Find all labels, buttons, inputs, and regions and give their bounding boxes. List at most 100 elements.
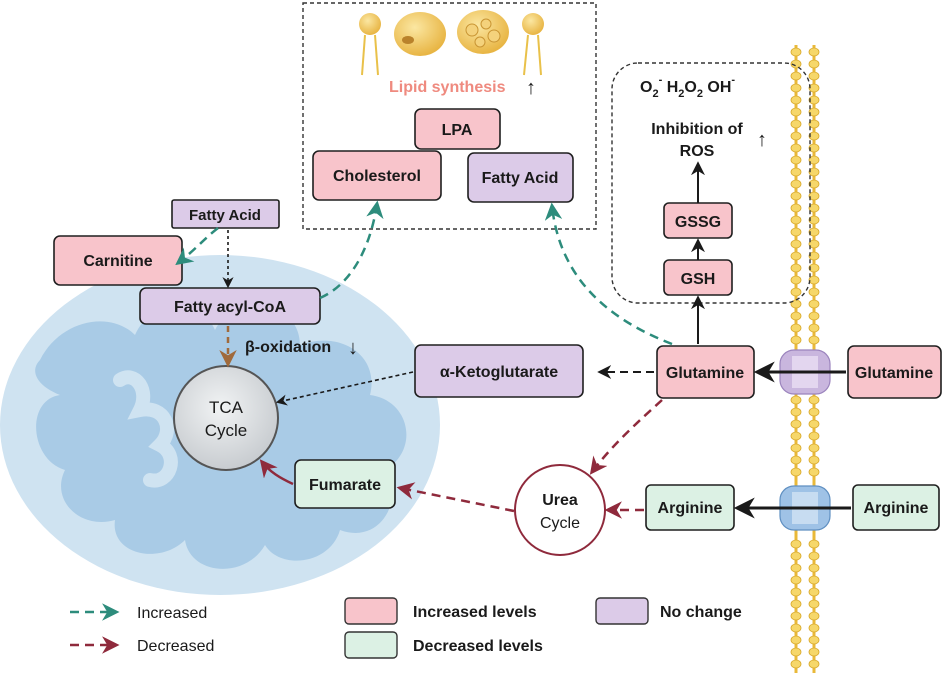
svg-text:Glutamine: Glutamine <box>666 365 744 382</box>
lipid-droplet-icon <box>394 12 446 56</box>
membrane-bead <box>790 323 802 333</box>
svg-text:Cholesterol: Cholesterol <box>333 168 421 185</box>
phospholipid-icon-right <box>522 13 544 76</box>
membrane-bead <box>790 443 802 453</box>
carnitine-node[interactable]: Carnitine <box>53 235 183 286</box>
membrane-bead <box>790 635 802 645</box>
membrane-bead <box>808 47 820 57</box>
fatty-acyl-coa-node[interactable]: Fatty acyl-CoA <box>139 287 321 325</box>
membrane-bead <box>808 59 820 69</box>
lpa-node[interactable]: LPA <box>414 108 501 150</box>
membrane-bead <box>808 191 820 201</box>
membrane-bead <box>790 455 802 465</box>
arrow-glutamine-to-urea <box>589 399 663 475</box>
membrane-bead <box>808 587 820 597</box>
membrane-bead <box>808 215 820 225</box>
membrane-bead <box>790 131 802 141</box>
membrane-bead <box>808 95 820 105</box>
membrane-bead <box>808 539 820 549</box>
svg-text:Arginine: Arginine <box>658 500 723 517</box>
glutamine-intracellular-node[interactable]: Glutamine <box>656 345 755 399</box>
arginine-intracellular-node[interactable]: Arginine <box>645 484 735 531</box>
ros-species: O2- H2O2 OH- <box>640 74 735 100</box>
glutamine-extracellular-node[interactable]: Glutamine <box>847 345 942 399</box>
svg-text:LPA: LPA <box>442 122 473 139</box>
membrane-bead <box>808 635 820 645</box>
arrow-acyl-coa-to-cholesterol <box>319 200 384 300</box>
membrane-bead <box>790 287 802 297</box>
membrane-bead <box>790 311 802 321</box>
membrane-bead <box>790 611 802 621</box>
membrane-bead <box>808 563 820 573</box>
arrow-glutamine-to-fatty-acid <box>544 202 673 346</box>
membrane-bead <box>790 191 802 201</box>
fumarate-node[interactable]: Fumarate <box>294 459 396 509</box>
membrane-bead <box>808 287 820 297</box>
membrane-bead <box>790 239 802 249</box>
membrane-bead <box>790 539 802 549</box>
membrane-bead <box>808 131 820 141</box>
phospholipid-icon <box>359 13 381 76</box>
membrane-bead <box>790 335 802 345</box>
membrane-bead <box>790 647 802 657</box>
legend: Increased Decreased Increased levels Dec… <box>70 597 742 659</box>
membrane-bead <box>790 467 802 477</box>
membrane-bead <box>808 299 820 309</box>
membrane-bead <box>808 623 820 633</box>
membrane-bead <box>790 659 802 669</box>
membrane-bead <box>808 107 820 117</box>
legend-increased-levels-swatch <box>344 597 398 625</box>
membrane-bead <box>790 179 802 189</box>
svg-text:TCA: TCA <box>209 398 244 417</box>
svg-text:Fatty Acid: Fatty Acid <box>482 170 559 187</box>
membrane-bead <box>808 251 820 261</box>
lipid-synthesis-panel <box>302 2 597 230</box>
fatty-acid-node[interactable]: Fatty Acid <box>171 199 280 229</box>
membrane-bead <box>808 575 820 585</box>
membrane-bead <box>808 611 820 621</box>
membrane-bead <box>808 455 820 465</box>
membrane-bead <box>790 419 802 429</box>
membrane-bead <box>790 143 802 153</box>
gssg-node[interactable]: GSSG <box>663 202 733 239</box>
ros-panel <box>611 62 811 304</box>
membrane-bead <box>790 155 802 165</box>
membrane-bead <box>808 551 820 561</box>
alpha-ketoglutarate-node[interactable]: α-Ketoglutarate <box>414 344 584 398</box>
membrane-bead <box>808 155 820 165</box>
membrane-bead <box>790 599 802 609</box>
beta-oxidation-label: β-oxidation <box>245 339 331 356</box>
membrane-bead <box>790 623 802 633</box>
lipid-droplet-cluster-icon <box>457 10 509 54</box>
membrane-bead <box>808 395 820 405</box>
arrow-alpha-kg-to-tca <box>275 371 414 406</box>
legend-increased-label: Increased <box>137 605 207 622</box>
inhibition-up-arrow: ↑ <box>757 129 767 151</box>
legend-no-change-swatch <box>595 597 649 625</box>
inhibition-of-ros-line1: Inhibition of <box>651 121 743 138</box>
svg-text:GSH: GSH <box>681 271 716 288</box>
membrane-bead <box>808 143 820 153</box>
membrane-bead <box>790 551 802 561</box>
membrane-bead <box>790 215 802 225</box>
svg-text:Arginine: Arginine <box>864 500 929 517</box>
arginine-extracellular-node[interactable]: Arginine <box>852 484 940 531</box>
cholesterol-node[interactable]: Cholesterol <box>312 150 442 201</box>
gsh-node[interactable]: GSH <box>663 259 733 296</box>
membrane-bead <box>808 323 820 333</box>
fatty-acid-lipid-node[interactable]: Fatty Acid <box>467 152 574 203</box>
membrane-bead <box>808 275 820 285</box>
svg-text:Urea: Urea <box>542 492 578 509</box>
tca-cycle-node[interactable]: TCA Cycle <box>173 365 279 471</box>
svg-text:GSSG: GSSG <box>675 214 721 231</box>
membrane-bead <box>790 71 802 81</box>
membrane-bead <box>808 71 820 81</box>
membrane-bead <box>790 395 802 405</box>
membrane-bead <box>808 443 820 453</box>
urea-cycle-node[interactable]: Urea Cycle <box>514 464 606 556</box>
membrane-bead <box>790 275 802 285</box>
membrane-bead <box>808 83 820 93</box>
membrane-bead <box>790 167 802 177</box>
svg-text:Fatty acyl-CoA: Fatty acyl-CoA <box>174 299 286 316</box>
